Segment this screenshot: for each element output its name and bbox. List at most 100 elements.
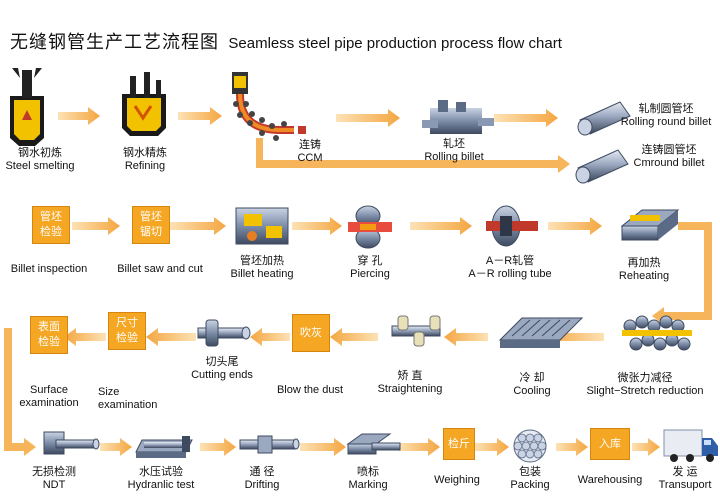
step-cmround-billet-zh: 连铸圆管坯: [641, 144, 697, 156]
step-drifting: 通 径 Drifting: [232, 466, 292, 491]
step-packing-zh: 包装: [519, 466, 541, 478]
round-billet-rolled-icon: [577, 101, 631, 136]
refining-ladle-icon: [122, 72, 166, 136]
step-billet-heating: 管坯加热 Billet heating: [222, 255, 302, 280]
arrow-r3-2: [444, 328, 488, 346]
box-size-exam: 尺寸 检验: [108, 312, 146, 350]
step-steel-smelting-zh: 钢水初炼: [18, 147, 62, 159]
step-hydraulic-zh: 水压试验: [139, 466, 183, 478]
box-billet-inspection: 管坯 检验: [32, 206, 70, 244]
ar-rolling-mill-icon: [486, 205, 538, 247]
pipe-bundle-icon: [513, 429, 547, 463]
step-marking-en: Marking: [348, 478, 388, 491]
arrow-r2-4: [410, 217, 472, 235]
step-piercing: 穿 孔 Piercing: [340, 255, 400, 280]
arrow-r4-2: [200, 438, 236, 456]
step-blow-dust: Blow the dust: [268, 384, 352, 397]
step-piercing-zh: 穿 孔: [357, 255, 383, 267]
arrow-r3-3: [330, 328, 378, 346]
marking-machine-icon: [346, 433, 401, 455]
step-surface-exam: Surface examination: [14, 366, 84, 428]
stretch-reducing-mill-icon: [622, 315, 692, 351]
arrow-r3-5: [146, 328, 196, 346]
arrow-ccm-rolling: [336, 109, 400, 127]
step-size-exam-en: Size examination: [98, 386, 158, 412]
step-straightening-en: Straightening: [377, 382, 443, 395]
straightener-icon: [391, 315, 441, 347]
step-weighing: Weighing: [424, 474, 490, 487]
step-ndt-zh: 无损检测: [32, 466, 76, 478]
step-surface-exam-en: Surface examination: [19, 384, 79, 410]
cooling-bed-icon: [498, 317, 584, 348]
piercing-mill-icon: [348, 205, 392, 249]
box-warehousing: 入库: [590, 428, 630, 460]
step-billet-inspection-en: Billet inspection: [10, 263, 88, 275]
arrow-smelting-refining: [58, 107, 100, 125]
step-transport-zh: 发 运: [672, 466, 698, 478]
step-billet-heating-zh: 管坯加热: [240, 255, 284, 267]
rolling-mill-icon: [422, 100, 494, 134]
step-billet-inspection: Billet inspection: [2, 263, 96, 276]
step-drifting-zh: 通 径: [249, 466, 275, 478]
step-weighing-en: Weighing: [434, 474, 480, 486]
arrow-r3-6: [64, 328, 106, 346]
step-hydraulic-en: Hydranlic test: [127, 478, 195, 491]
arrow-r3-4: [250, 328, 290, 346]
step-ar-rolling-en: A－R rolling tube: [468, 267, 552, 280]
step-drifting-en: Drifting: [244, 478, 280, 491]
step-ar-rolling-zh: A－R轧管: [485, 255, 535, 267]
step-piercing-en: Piercing: [350, 267, 390, 280]
step-rolling-billet-zh: 轧坯: [443, 138, 465, 150]
step-cutting-ends-zh: 切头尾: [205, 356, 239, 368]
step-rolling-round-billet-en: Rolling round billet: [620, 115, 712, 128]
reheating-furnace-icon: [620, 209, 680, 241]
step-billet-saw-cut: Billet saw and cut: [108, 263, 212, 276]
step-cutting-ends: 切头尾 Cutting ends: [182, 356, 262, 381]
step-cooling-zh: 冷 却: [519, 372, 545, 384]
step-rolling-billet-en: Rolling billet: [424, 150, 484, 163]
arrow-r4-1: [100, 438, 132, 456]
smelting-furnace-icon: [10, 68, 44, 146]
box-weighing: 检斤: [443, 428, 475, 460]
step-warehousing: Warehousing: [572, 474, 648, 487]
box-surface-exam: 表面 检验: [30, 316, 68, 354]
step-straightening: 矫 直 Straightening: [370, 370, 450, 395]
step-reheating: 再加热 Reheating: [606, 257, 682, 282]
page-title: 无缝钢管生产工艺流程图 Seamless steel pipe producti…: [10, 28, 562, 54]
step-hydraulic: 水压试验 Hydranlic test: [118, 466, 204, 491]
arrow-refining-ccm: [178, 107, 222, 125]
step-refining-en: Refining: [124, 159, 166, 172]
step-steel-smelting: 钢水初炼 Steel smelting: [2, 147, 78, 172]
step-stretch-reduction: 微张力减径 Slight−Stretch reduction: [576, 372, 714, 397]
step-cooling: 冷 却 Cooling: [502, 372, 562, 397]
step-ccm-zh: 连铸: [299, 139, 321, 151]
connector-row2-row3: [652, 222, 712, 325]
step-ndt: 无损检测 NDT: [22, 466, 86, 491]
step-refining-zh: 钢水精炼: [123, 147, 167, 159]
arrow-r4-7: [632, 438, 660, 456]
step-ccm: 连铸 CCM: [288, 139, 332, 164]
title-en: Seamless steel pipe production process f…: [228, 35, 562, 52]
heating-furnace-icon: [235, 207, 289, 245]
step-blow-dust-en: Blow the dust: [276, 384, 344, 396]
step-steel-smelting-en: Steel smelting: [5, 159, 75, 172]
truck-icon: [663, 429, 718, 462]
arrow-r2-3: [292, 217, 342, 235]
arrow-rolling-round: [494, 109, 558, 127]
step-ar-rolling: A－R轧管 A－R rolling tube: [460, 255, 560, 280]
step-marking: 喷标 Marking: [340, 466, 396, 491]
step-refining: 钢水精炼 Refining: [110, 147, 180, 172]
step-marking-zh: 喷标: [357, 466, 379, 478]
connector-ccm-cmround: [256, 138, 570, 173]
step-rolling-round-billet: 轧制圆管坯 Rolling round billet: [614, 103, 718, 128]
box-billet-saw-cut: 管坯 锯切: [132, 206, 170, 244]
arrow-r2-5: [548, 217, 602, 235]
arrow-r4-4: [398, 438, 440, 456]
arrow-r3-1: [546, 328, 604, 346]
arrow-r4-5: [475, 438, 509, 456]
arrow-r2-1: [72, 217, 120, 235]
arrow-r2-2: [170, 217, 226, 235]
step-transport-en: Transuport: [658, 478, 712, 491]
drift-tester-icon: [239, 435, 300, 454]
